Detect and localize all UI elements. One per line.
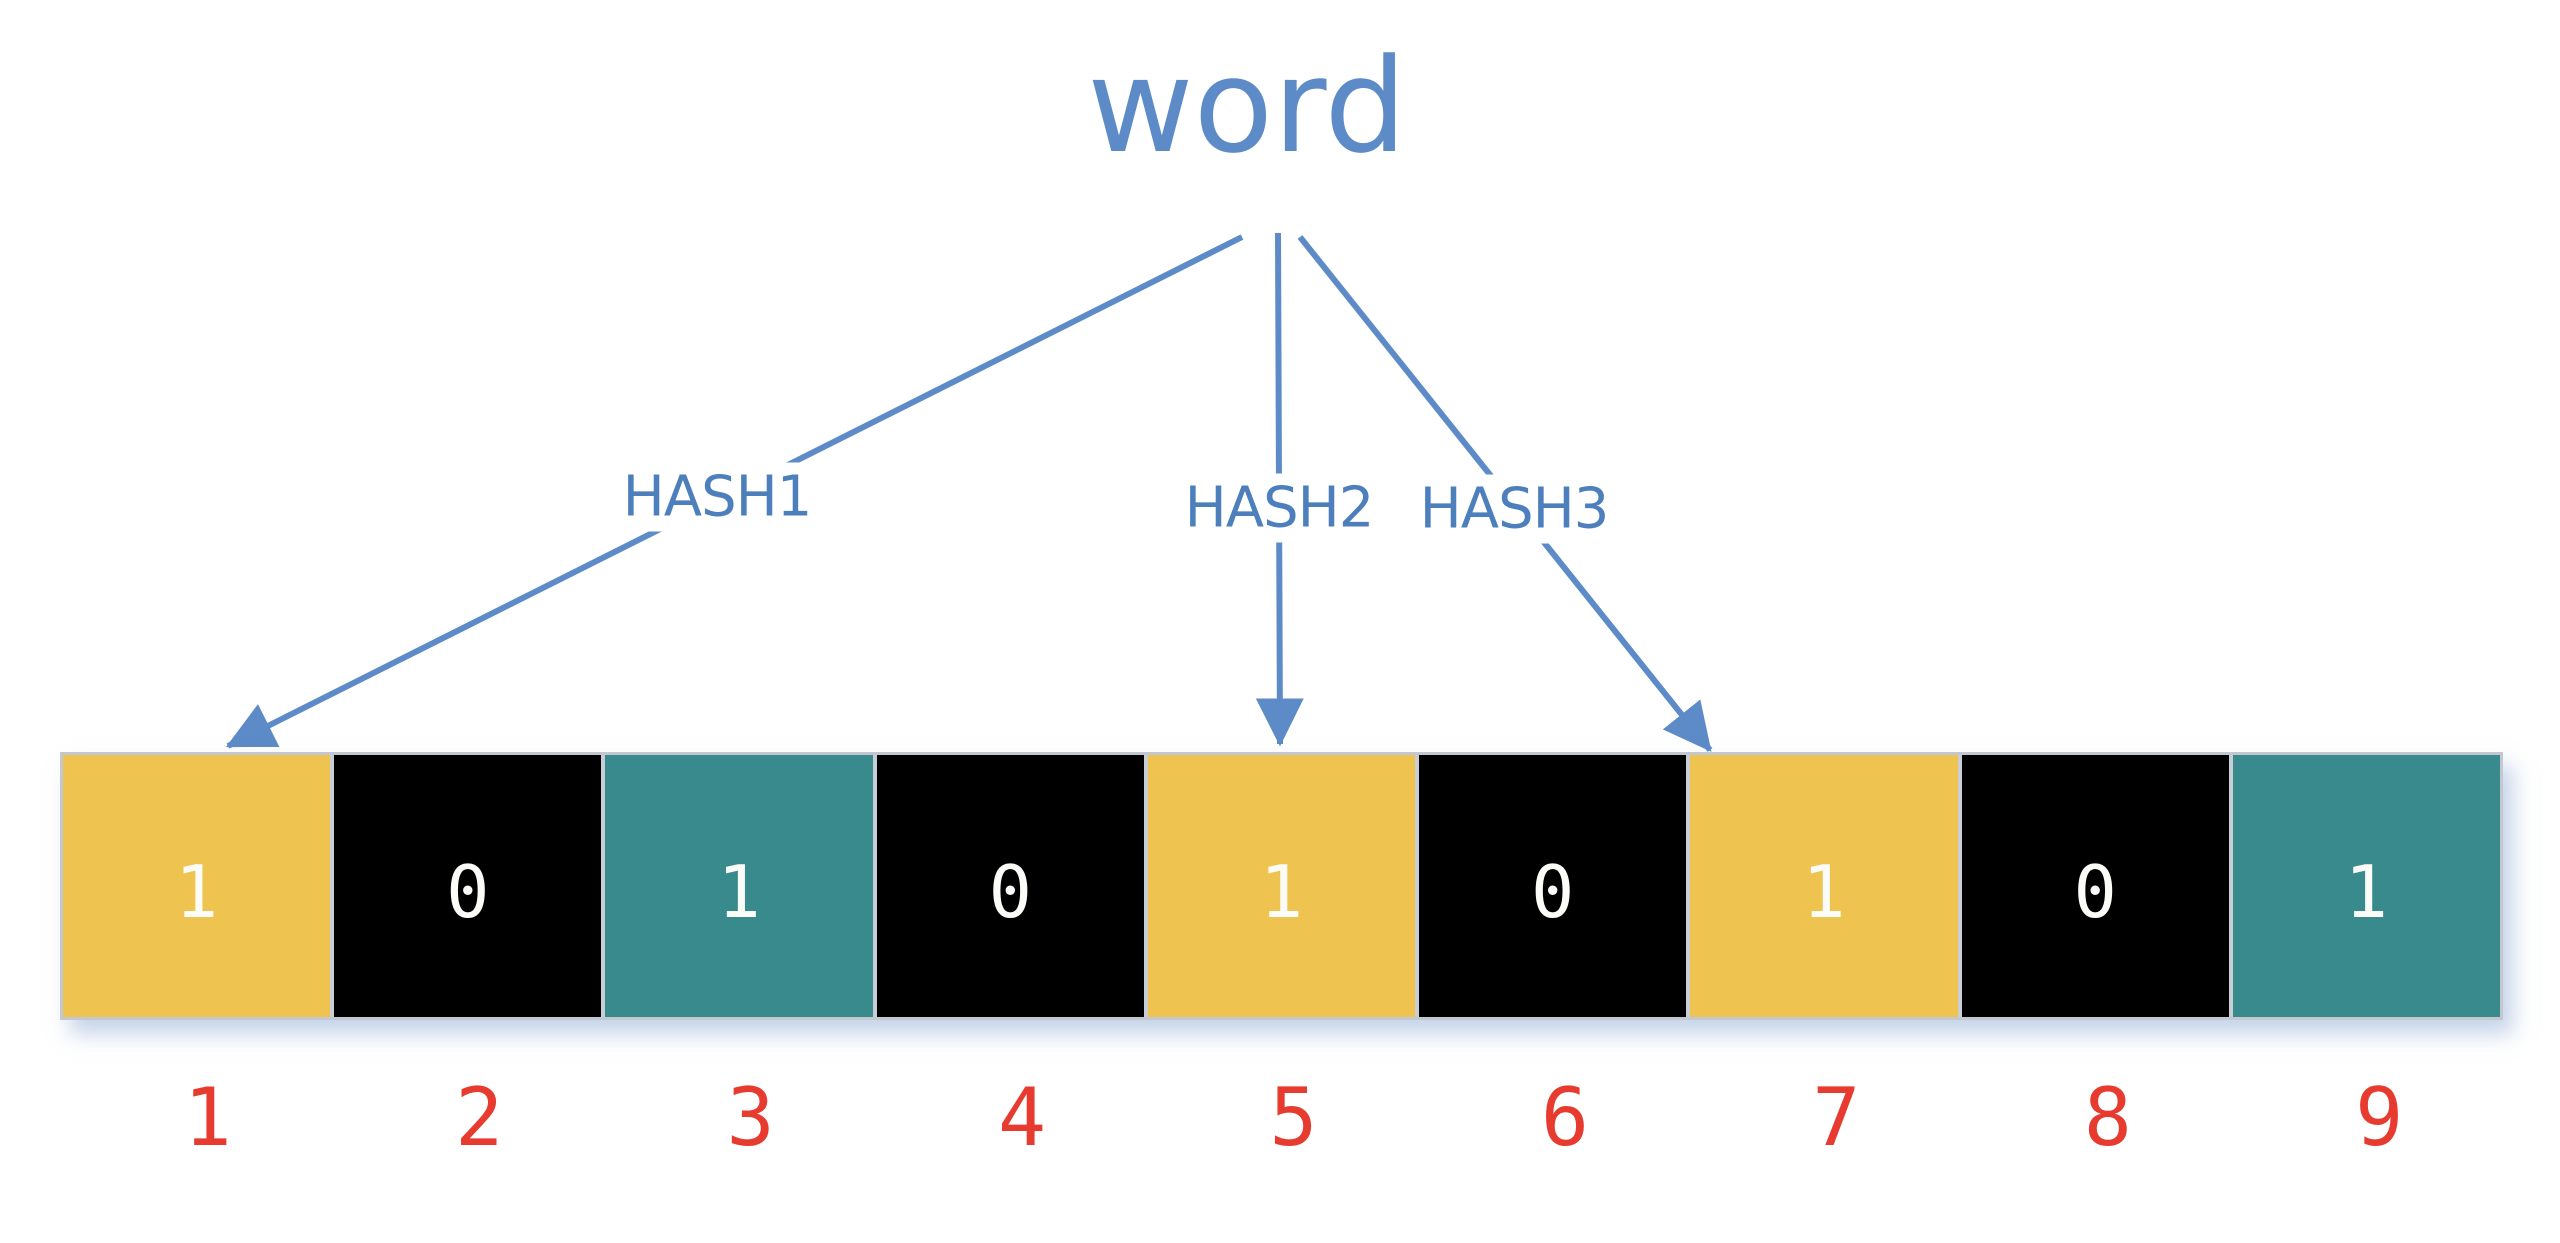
- index-label-9: 9: [2355, 1071, 2404, 1164]
- bit-value: 0: [988, 850, 1032, 934]
- index-label-2: 2: [455, 1071, 504, 1164]
- hash3-label: HASH3: [1405, 474, 1623, 544]
- bit-value: 1: [2344, 850, 2389, 934]
- bit-cell-8: 0: [1961, 755, 2233, 1017]
- index-label-8: 8: [2083, 1071, 2132, 1164]
- bit-value: 1: [1259, 850, 1304, 934]
- bit-cell-1: 1: [63, 755, 335, 1017]
- bit-value: 1: [717, 850, 761, 934]
- index-label-4: 4: [997, 1071, 1047, 1164]
- bit-cell-2: 0: [334, 755, 606, 1017]
- index-label-5: 5: [1269, 1071, 1318, 1164]
- bit-cell-3: 1: [605, 755, 877, 1017]
- bit-cell-5: 1: [1147, 755, 1420, 1017]
- hash2-label: HASH2: [1170, 473, 1388, 543]
- index-label-1: 1: [183, 1071, 232, 1164]
- index-label-3: 3: [726, 1071, 775, 1164]
- bit-cell-4: 0: [876, 755, 1148, 1017]
- index-label-7: 7: [1812, 1071, 1861, 1164]
- bit-row: 1 0 1 0 1 0 1 0 1: [60, 752, 2503, 1020]
- bit-cell-9: 1: [2232, 755, 2500, 1017]
- bit-cell-7: 1: [1690, 755, 1962, 1017]
- bit-value: 0: [446, 850, 490, 934]
- bit-cell-6: 0: [1419, 755, 1691, 1017]
- bit-value: 0: [1531, 850, 1575, 934]
- bit-value: 1: [174, 850, 219, 934]
- index-label-6: 6: [1540, 1071, 1589, 1164]
- word-title: word: [1087, 30, 1407, 182]
- hash1-label: HASH1: [608, 462, 826, 532]
- bit-value: 0: [2073, 850, 2117, 934]
- bit-value: 1: [1802, 850, 1846, 934]
